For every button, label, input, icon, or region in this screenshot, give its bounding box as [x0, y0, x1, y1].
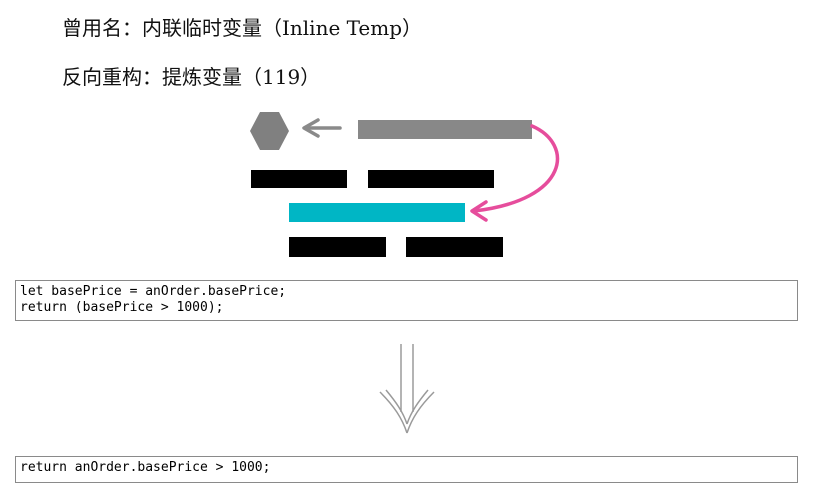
- code-block-bar: [251, 170, 347, 188]
- refactoring-diagram: [250, 112, 560, 257]
- alias-heading: 曾用名：内联临时变量（Inline Temp）: [62, 16, 423, 40]
- code-block-bar: [289, 237, 386, 257]
- code-line: return anOrder.basePrice > 1000;: [20, 460, 271, 475]
- small-left-arrow-icon: [302, 118, 342, 138]
- code-before-box: let basePrice = anOrder.basePrice; retur…: [15, 280, 798, 321]
- down-arrow-icon: [379, 344, 435, 434]
- code-block-bar: [406, 237, 503, 257]
- hexagon-shape: [250, 112, 289, 150]
- code-after-box: return anOrder.basePrice > 1000;: [15, 456, 798, 483]
- inlined-expression-bar: [289, 203, 465, 222]
- expression-bar: [358, 120, 532, 139]
- code-line: let basePrice = anOrder.basePrice;: [20, 284, 287, 299]
- code-block-bar: [368, 170, 494, 188]
- pink-curved-arrow-icon: [470, 124, 560, 222]
- inverse-refactoring-heading: 反向重构：提炼变量（119）: [62, 65, 321, 89]
- code-line: return (basePrice > 1000);: [20, 300, 224, 315]
